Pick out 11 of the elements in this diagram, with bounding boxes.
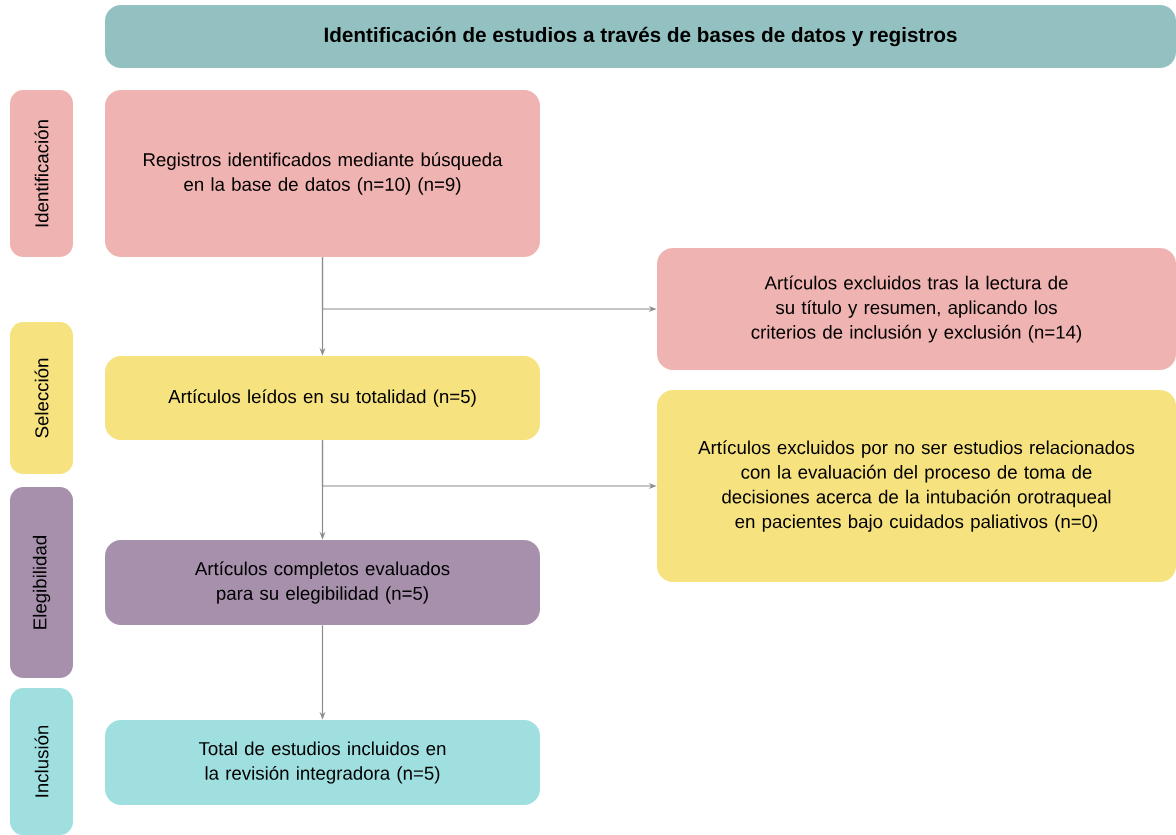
stage-label: Inclusión	[10, 688, 73, 835]
stage-label: Selección	[10, 322, 73, 474]
process-box: Artículos excluidos por no ser estudios relacionados con la evaluación del proceso de toma de decisiones acerca de la intubación orotraqueal en pacientes bajo cuidados paliativos (n=0)	[657, 390, 1176, 582]
process-box: Registros identificados mediante búsqueda en la base de datos (n=10) (n=9)	[105, 90, 540, 257]
stage-label: Identificación	[10, 90, 73, 257]
process-box: Total de estudios incluidos en la revisión integradora (n=5)	[105, 720, 540, 805]
process-box: Artículos leídos en su totalidad (n=5)	[105, 356, 540, 440]
process-box: Artículos completos evaluados para su elegibilidad (n=5)	[105, 540, 540, 625]
stage-label: Elegibilidad	[10, 487, 73, 678]
title-banner: Identificación de estudios a través de bases de datos y registros	[105, 5, 1176, 68]
process-box: Artículos excluidos tras la lectura de su título y resumen, aplicando los criterios de inclusión y exclusión (n=14)	[657, 248, 1176, 370]
